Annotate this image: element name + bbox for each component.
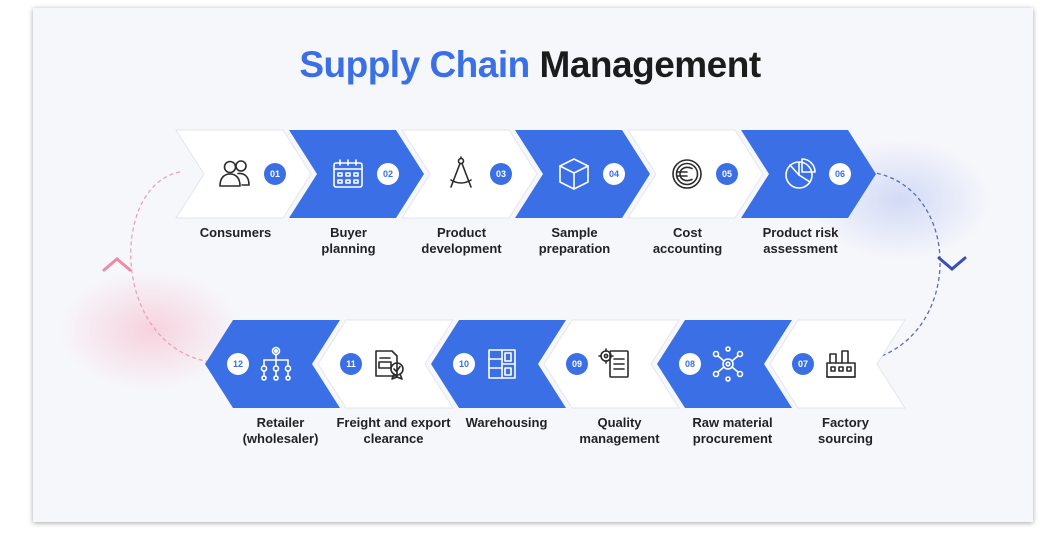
process-step-08: 08 (657, 320, 792, 408)
step-label: Cost accounting (652, 225, 723, 256)
chevron-down-icon (937, 256, 967, 271)
process-step-04: 04 (515, 130, 650, 218)
chevron-shape (205, 320, 340, 408)
process-step-10: 10 (431, 320, 566, 408)
chevron-shape (289, 130, 424, 218)
people-icon (216, 155, 254, 193)
process-step-07: 07 (769, 319, 906, 409)
process-step-02: 02 (289, 130, 424, 218)
step-number-badge: 11 (340, 353, 362, 375)
chevron-shape (543, 319, 680, 409)
step-number-badge: 10 (453, 353, 475, 375)
chevron-shape (627, 129, 764, 219)
step-number-badge: 08 (679, 353, 701, 375)
step-number-badge: 09 (566, 353, 588, 375)
gear-document-icon (596, 345, 634, 383)
hierarchy-icon (257, 345, 295, 383)
step-number-badge: 01 (264, 163, 286, 185)
chevron-shape (769, 319, 906, 409)
euro-coin-icon (668, 155, 706, 193)
calendar-icon (329, 155, 367, 193)
process-step-01: 01 (175, 129, 312, 219)
factory-icon (822, 345, 860, 383)
chevron-shape (401, 129, 538, 219)
cube-icon (555, 155, 593, 193)
step-number-badge: 05 (716, 163, 738, 185)
chevron-shape (317, 319, 454, 409)
step-label: Raw material procurement (692, 415, 773, 446)
step-number-badge: 12 (227, 353, 249, 375)
title-part-blue: Supply Chain (299, 44, 530, 85)
step-label: Freight and export clearance (336, 415, 451, 446)
title-part-dark: Management (539, 44, 762, 85)
process-step-06: 06 (741, 130, 876, 218)
step-label: Sample preparation (538, 225, 611, 256)
step-number-badge: 03 (490, 163, 512, 185)
step-label: Quality management (579, 415, 660, 446)
step-label: Consumers (199, 225, 272, 240)
stamp-document-icon (370, 345, 408, 383)
network-gear-icon (709, 345, 747, 383)
process-step-03: 03 (401, 129, 538, 219)
chevron-shape (515, 130, 650, 218)
page-title: Supply Chain Management (0, 44, 1060, 86)
step-number-badge: 02 (377, 163, 399, 185)
step-label: Factory sourcing (818, 415, 873, 446)
chevron-up-icon (102, 257, 132, 272)
process-step-05: 05 (627, 129, 764, 219)
step-label: Buyer planning (321, 225, 376, 256)
pie-chart-icon (781, 155, 819, 193)
step-number-badge: 07 (792, 353, 814, 375)
chevron-shape (431, 320, 566, 408)
chevron-shape (657, 320, 792, 408)
process-step-12: 12 (205, 320, 340, 408)
step-number-badge: 04 (603, 163, 625, 185)
process-step-09: 09 (543, 319, 680, 409)
slide-background (33, 8, 1033, 522)
step-label: Warehousing (465, 415, 548, 430)
compass-icon (442, 155, 480, 193)
step-label: Product development (421, 225, 502, 256)
step-label: Product risk assessment (762, 225, 839, 256)
step-number-badge: 06 (829, 163, 851, 185)
step-label: Retailer (wholesaler) (242, 415, 319, 446)
chevron-shape (741, 130, 876, 218)
process-step-11: 11 (317, 319, 454, 409)
shelves-icon (483, 345, 521, 383)
